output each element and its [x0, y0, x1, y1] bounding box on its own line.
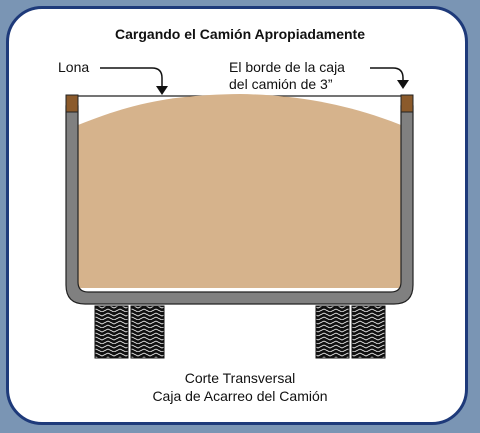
edge-arrow: [370, 67, 409, 89]
load-fill: [78, 94, 401, 288]
tarp-label: Lona: [58, 59, 90, 75]
right-bed-cap: [400, 94, 414, 113]
left-bed-cap: [65, 94, 79, 113]
tire: [315, 305, 350, 359]
diagram-title: Cargando el Camión Apropiadamente: [115, 26, 365, 42]
tire: [351, 305, 386, 359]
tarp-arrow: [100, 67, 168, 95]
edge-label-line2: del camión de 3”: [229, 76, 333, 92]
tire: [130, 305, 165, 359]
caption-line1: Corte Transversal: [184, 370, 296, 386]
tire: [94, 305, 129, 359]
left-tire-pair: [94, 305, 165, 359]
caption-line2: Caja de Acarreo del Camión: [152, 388, 328, 404]
edge-label-line1: El borde de la caja: [229, 59, 345, 75]
right-tire-pair: [315, 305, 386, 359]
